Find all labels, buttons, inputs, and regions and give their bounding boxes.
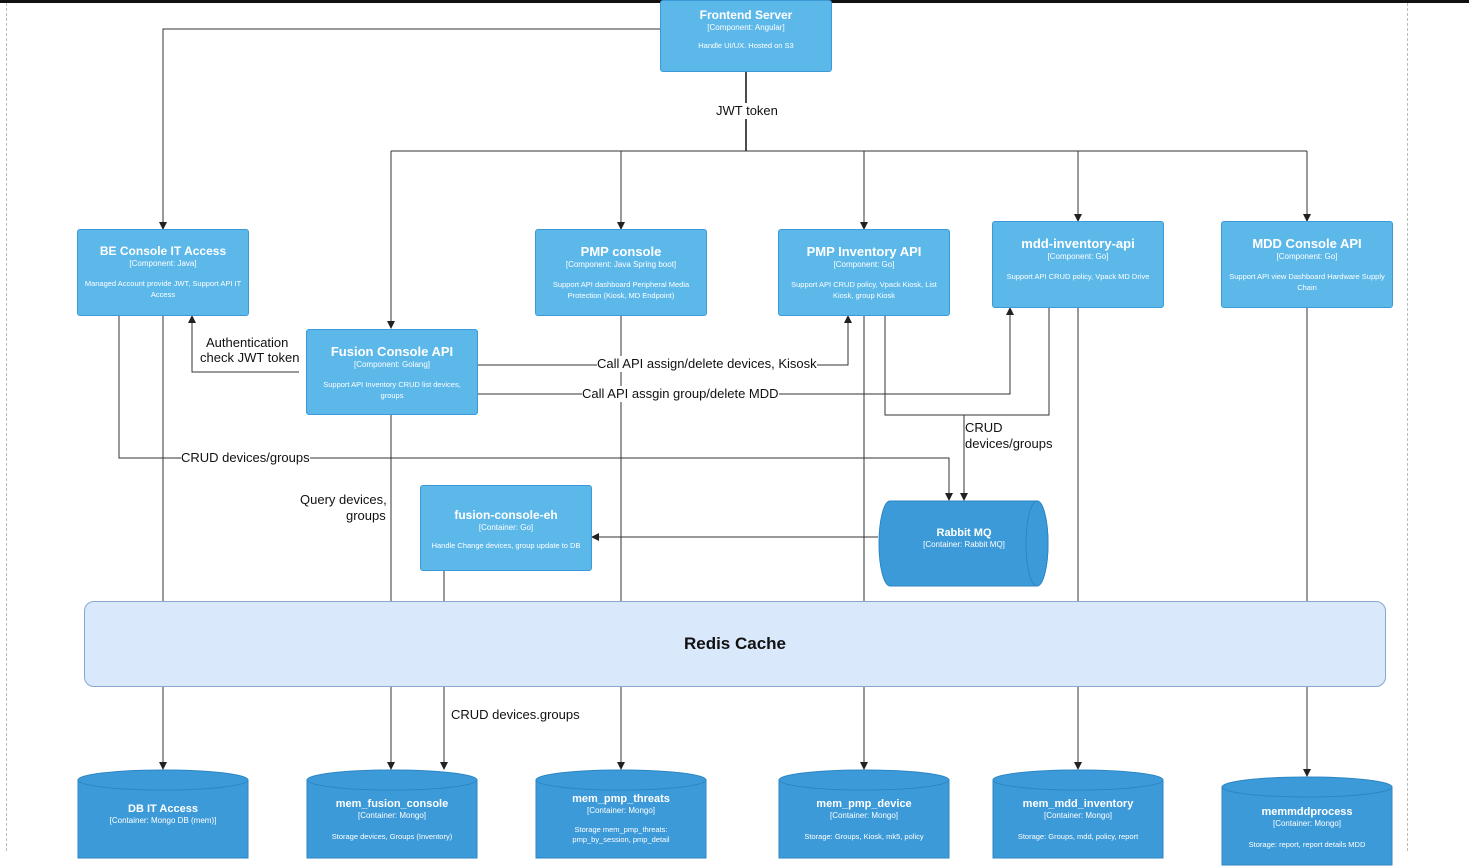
frontend-server-box[interactable]: Frontend Server [Component: Angular] Han…	[660, 0, 832, 72]
db-cylinder-shape	[1221, 776, 1393, 866]
mem-device-title: mem_pmp_device	[816, 798, 912, 810]
fusion-eh-desc: Handle Change devices, group update to D…	[431, 541, 581, 550]
redis-title: Redis Cache	[683, 634, 787, 653]
mem-pmp-device-db[interactable]: mem_pmp_device [Container: Mongo] Storag…	[778, 769, 950, 859]
frontend-subtitle: [Component: Angular]	[707, 23, 785, 32]
pmp-console-subtitle: [Component: Java Spring boot]	[565, 260, 677, 269]
redis-cache[interactable]: Redis Cache	[84, 601, 1386, 687]
mdd-inventory-api-subtitle: [Component: Go]	[1047, 252, 1109, 261]
mem-threats-title: mem_pmp_threats	[572, 793, 670, 805]
query-label-line2: groups	[346, 508, 386, 523]
db-cylinder-shape	[535, 769, 707, 859]
mdd-inventory-api-box[interactable]: mdd-inventory-api [Component: Go] Suppor…	[992, 221, 1164, 308]
fusion-api-desc: Support API Inventory CRUD list devices,…	[323, 380, 461, 400]
arrow-auth-check	[188, 315, 299, 373]
be-console-title: BE Console IT Access	[99, 244, 227, 258]
mem-threats-subtitle: [Container: Mongo]	[586, 806, 656, 815]
crud-label-line2: devices/groups	[965, 436, 1053, 452]
memmdd-subtitle: [Container: Mongo]	[1272, 819, 1342, 828]
memmdd-title: memmddprocess	[1261, 806, 1353, 818]
db-it-access[interactable]: DB IT Access [Container: Mongo DB (mem)]	[77, 769, 249, 859]
crud-devices-groups-label: CRUD devices/groups	[181, 450, 310, 466]
fusion-console-eh-box[interactable]: fusion-console-eh [Container: Go] Handle…	[420, 485, 592, 571]
db-cylinder-shape	[778, 769, 950, 859]
call-kiosk-label: Call API assign/delete devices, Kisosk	[597, 356, 817, 372]
rabbit-mq-shape	[878, 500, 1049, 587]
call-mdd-label: Call API assgin group/delete MDD	[582, 386, 779, 402]
fusion-console-api-box[interactable]: Fusion Console API [Component: Golang] S…	[306, 329, 478, 415]
pmp-inventory-title: PMP Inventory API	[806, 244, 922, 259]
auth-label-line2: check JWT token	[200, 350, 300, 365]
jwt-token-label: JWT token	[716, 103, 778, 119]
frontend-desc: Handle UI/UX. Hosted on S3	[698, 41, 794, 50]
mem-fusion-subtitle: [Container: Mongo]	[357, 811, 427, 820]
memmddprocess-db[interactable]: memmddprocess [Container: Mongo] Storage…	[1221, 776, 1393, 866]
rabbit-title: Rabbit MQ	[936, 527, 992, 539]
rabbit-subtitle: [Container: Rabbit MQ]	[923, 540, 1005, 549]
auth-label-line1: Authentication	[206, 335, 289, 350]
mdd-inventory-api-desc: Support API CRUD policy, Vpack MD Drive	[1006, 272, 1150, 281]
crud-devices-dot-groups-label: CRUD devices.groups	[451, 707, 580, 722]
fusion-eh-subtitle: [Container: Go]	[478, 523, 534, 532]
fusion-api-subtitle: [Component: Golang]	[353, 360, 431, 369]
pmp-console-box[interactable]: PMP console [Component: Java Spring boot…	[535, 229, 707, 316]
mem-mdd-desc: Storage: Groups, mdd, policy, report	[1017, 832, 1139, 841]
db-cylinder-shape	[306, 769, 478, 859]
mem-device-subtitle: [Container: Mongo]	[829, 811, 899, 820]
be-console-box[interactable]: BE Console IT Access [Component: Java] M…	[77, 229, 249, 316]
mem-mdd-title: mem_mdd_inventory	[1022, 798, 1134, 810]
db-cylinder-shape	[992, 769, 1164, 859]
pmp-inventory-box[interactable]: PMP Inventory API [Component: Go] Suppor…	[778, 229, 950, 316]
mem-pmp-threats-db[interactable]: mem_pmp_threats [Container: Mongo] Stora…	[535, 769, 707, 859]
query-label-line1: Query devices,	[300, 492, 387, 507]
mem-fusion-console-db[interactable]: mem_fusion_console [Container: Mongo] St…	[306, 769, 478, 859]
memmdd-desc: Storage: report, report details MDD	[1248, 840, 1366, 849]
arrow-frontend-to-be-console	[159, 28, 660, 230]
be-console-desc: Managed Account provide JWT, Support API…	[84, 279, 242, 299]
pmp-inventory-subtitle: [Component: Go]	[833, 260, 895, 269]
fusion-eh-title: fusion-console-eh	[454, 508, 558, 522]
right-boundary-line	[1407, 3, 1408, 851]
pmp-console-title: PMP console	[580, 244, 662, 259]
mem-mdd-inventory-db[interactable]: mem_mdd_inventory [Container: Mongo] Sto…	[992, 769, 1164, 859]
frontend-title: Frontend Server	[699, 8, 793, 22]
mdd-console-desc: Support API view Dashboard Hardware Supp…	[1229, 272, 1385, 292]
crud-label-line1: CRUD	[965, 420, 1003, 436]
db-cylinder-shape	[77, 769, 249, 859]
db-it-subtitle: [Container: Mongo DB (mem)]	[109, 816, 217, 825]
pmp-inventory-desc: Support API CRUD policy, Vpack Kiosk, Li…	[791, 280, 937, 300]
fusion-api-title: Fusion Console API	[330, 344, 454, 359]
pmp-console-desc: Support API dashboard Peripheral Media P…	[552, 280, 690, 300]
be-console-subtitle: [Component: Java]	[129, 259, 197, 268]
db-it-title: DB IT Access	[128, 803, 198, 815]
arrow-be-to-rabbit	[118, 316, 953, 501]
mem-mdd-subtitle: [Container: Mongo]	[1043, 811, 1113, 820]
rabbit-mq-queue[interactable]: Rabbit MQ [Container: Rabbit MQ]	[878, 500, 1050, 587]
mdd-console-title: MDD Console API	[1252, 236, 1362, 251]
left-boundary-line	[6, 3, 7, 851]
mem-fusion-title: mem_fusion_console	[335, 798, 449, 810]
mdd-console-subtitle: [Component: Go]	[1276, 252, 1338, 261]
arrow-call-mdd	[478, 307, 1014, 395]
mem-threats-desc: Storage mem_pmp_threats: pmp_by_session,…	[572, 825, 670, 844]
mem-fusion-desc: Storage devices, Groups (Inventory)	[331, 832, 453, 841]
mem-device-desc: Storage: Groups, Kiosk, mk5, policy	[804, 832, 924, 841]
mdd-inventory-api-title: mdd-inventory-api	[1021, 236, 1135, 251]
mdd-console-box[interactable]: MDD Console API [Component: Go] Support …	[1221, 221, 1393, 308]
